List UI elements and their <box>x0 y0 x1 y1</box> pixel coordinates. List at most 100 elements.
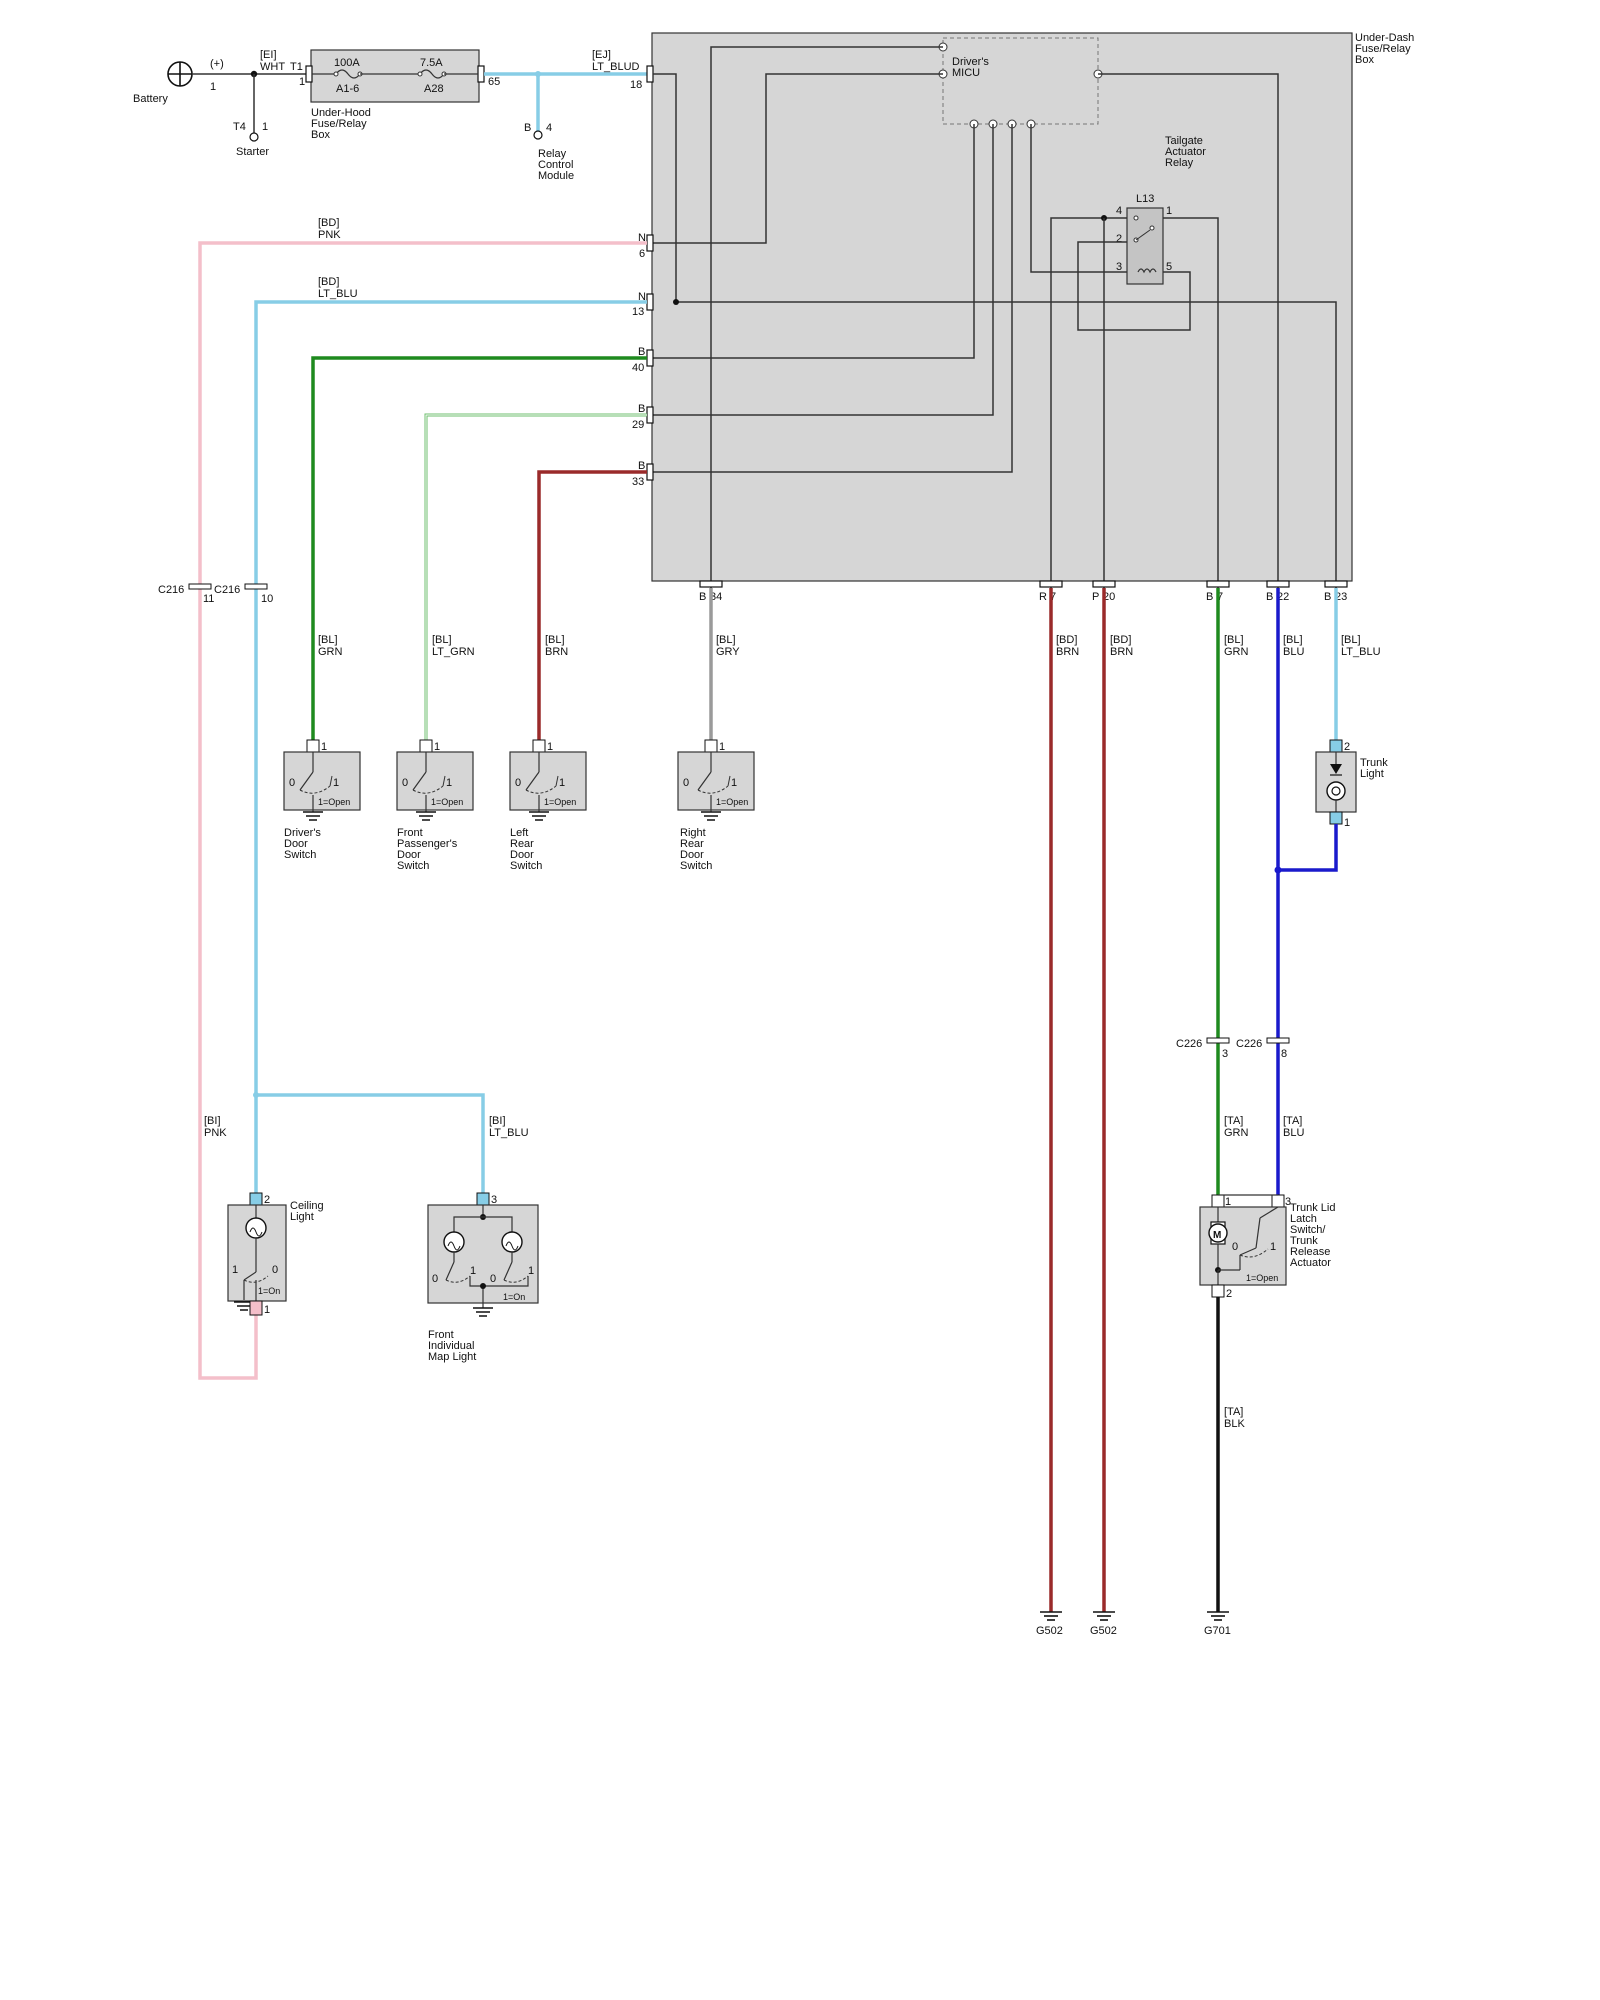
udbox-pin-b29-num: 29 <box>632 419 644 431</box>
relay-ctrl-label-3: Module <box>538 170 574 182</box>
wire-bl-brn <box>537 470 647 740</box>
relay-pin-2: 2 <box>1116 233 1122 245</box>
battery-pin: 1 <box>210 81 216 93</box>
wire-bl-blu-tag: [BL] <box>1283 634 1303 646</box>
c216a-pin: 11 <box>203 593 214 605</box>
wire-ta-grn-tag: [TA] <box>1224 1115 1243 1127</box>
fuse-7-5a <box>417 69 478 79</box>
ei-tag: [EI] <box>260 49 277 61</box>
drivers-switch-label-2: Door <box>284 838 308 850</box>
udbox-pin-b22-num: 22 <box>1277 591 1289 603</box>
trunk-latch-label-4: Trunk <box>1290 1235 1318 1247</box>
wire-ta-grn-color: GRN <box>1224 1127 1249 1139</box>
map-s1b: 1 <box>528 1265 534 1277</box>
trunk-light <box>1315 739 1357 825</box>
wire-ta-blu-color: BLU <box>1283 1127 1304 1139</box>
t4-pin: 1 <box>262 121 268 133</box>
fuse-a28-label: A28 <box>424 83 444 95</box>
trunk-latch-label-3: Switch/ <box>1290 1224 1326 1236</box>
c226b-label: C226 <box>1236 1038 1262 1050</box>
fuse-100a-label: 100A <box>334 57 360 69</box>
c216b-pin: 10 <box>261 593 273 605</box>
udbox-pin-b33-num: 33 <box>632 476 644 488</box>
map-label-2: Individual <box>428 1340 474 1352</box>
underdash-label-2: Fuse/Relay <box>1355 43 1411 55</box>
udbox-pin-b23-num: 23 <box>1335 591 1347 603</box>
udbox-pin-b34-letter: B <box>699 591 706 603</box>
drivers-switch-label-3: Switch <box>284 849 316 861</box>
relay-l13-label: L13 <box>1136 193 1154 205</box>
udbox-pin-b23-letter: B <box>1324 591 1331 603</box>
left-rear-switch-note: 1=Open <box>544 797 576 807</box>
left-rear-switch-label-4: Switch <box>510 860 542 872</box>
ej-color: LT_BLUD <box>592 61 640 73</box>
front-pass-switch-label-3: Door <box>397 849 421 861</box>
right-rear-switch-label-4: Switch <box>680 860 712 872</box>
tailgate-relay <box>1126 207 1164 285</box>
udbox-pin-n6-letter: N <box>638 232 646 244</box>
relay-ctrl-terminal <box>533 130 543 140</box>
underhood-fuse-box <box>310 49 480 103</box>
underhood-conn-right <box>477 65 485 83</box>
underhood-conn-left <box>305 65 313 83</box>
wire-bd-brn-1-tag: [BD] <box>1056 634 1077 646</box>
left-rear-switch-label-2: Rear <box>510 838 534 850</box>
wire-bl-ltgrn-core <box>425 414 647 740</box>
wire-bl-brn-tag: [BL] <box>545 634 565 646</box>
right-rear-switch-label-1: Right <box>680 827 706 839</box>
trunk-latch-label-1: Trunk Lid <box>1290 1202 1335 1214</box>
underhood-pin-right: 65 <box>488 76 500 88</box>
micu-label-2: MICU <box>952 67 980 79</box>
wire-bl-grn <box>311 356 647 740</box>
underhood-label-1: Under-Hood <box>311 107 371 119</box>
map-pin-top: 3 <box>491 1194 497 1206</box>
c226b-pin: 8 <box>1281 1048 1287 1060</box>
relay-ctrl-label-2: Control <box>538 159 573 171</box>
drivers-switch-s1: 1 <box>333 777 339 789</box>
t4-label: T4 <box>233 121 246 133</box>
front-pass-switch-label-2: Passenger's <box>397 838 458 850</box>
ground-g701 <box>1207 1611 1229 1621</box>
trunk-latch-pin-1: 1 <box>1225 1196 1231 1208</box>
udbox-pin-b33-letter: B <box>638 460 645 472</box>
wire-bl-grn-2-color: GRN <box>1224 646 1249 658</box>
c226a-pin: 3 <box>1222 1048 1228 1060</box>
wire-bl-grn-tag: [BL] <box>318 634 338 646</box>
wire-bd-ltblu <box>254 300 647 1193</box>
drivers-switch-note: 1=Open <box>318 797 350 807</box>
wire-bd-brn-2-color: BRN <box>1110 646 1133 658</box>
front-pass-switch-note: 1=Open <box>431 797 463 807</box>
wire-bl-blu-color: BLU <box>1283 646 1304 658</box>
drivers-door-switch <box>283 739 361 821</box>
trunk-latch-s1: 1 <box>1270 1241 1276 1253</box>
trunk-latch-label-5: Release <box>1290 1246 1330 1258</box>
wire-ta-blu-tag: [TA] <box>1283 1115 1302 1127</box>
left-rear-door-switch <box>509 739 587 821</box>
front-pass-switch-label-1: Front <box>397 827 423 839</box>
left-rear-switch-pin: 1 <box>547 741 553 753</box>
map-label-1: Front <box>428 1329 454 1341</box>
wire-bl-ltgrn-color: LT_GRN <box>432 646 475 658</box>
wire-ta-blk-tag: [TA] <box>1224 1406 1243 1418</box>
front-map-light <box>427 1192 539 1317</box>
left-rear-switch-s1: 1 <box>559 777 565 789</box>
right-rear-switch-s1: 1 <box>731 777 737 789</box>
wire-bd-ltblu-tag: [BD] <box>318 276 339 288</box>
starter-label: Starter <box>236 146 269 158</box>
wire-bl-grn-2-tag: [BL] <box>1224 634 1244 646</box>
wire-bi-ltblu-tag: [BI] <box>489 1115 506 1127</box>
wire-bl-gry-color: GRY <box>716 646 740 658</box>
front-pass-switch-pin: 1 <box>434 741 440 753</box>
relay-pin-4: 4 <box>1116 205 1122 217</box>
underhood-label-3: Box <box>311 129 330 141</box>
udbox-pin-n13-letter: N <box>638 291 646 303</box>
trunk-latch-note: 1=Open <box>1246 1273 1278 1283</box>
connector-c216-10 <box>244 583 268 590</box>
wire-bd-pnk <box>198 241 647 1380</box>
splice-trunk-light <box>1274 866 1282 874</box>
wire-bi-pnk-color: PNK <box>204 1127 227 1139</box>
front-pass-switch-s0: 0 <box>402 777 408 789</box>
ceiling-pin-bot: 1 <box>264 1304 270 1316</box>
trunk-latch-motor: M <box>1213 1230 1221 1241</box>
